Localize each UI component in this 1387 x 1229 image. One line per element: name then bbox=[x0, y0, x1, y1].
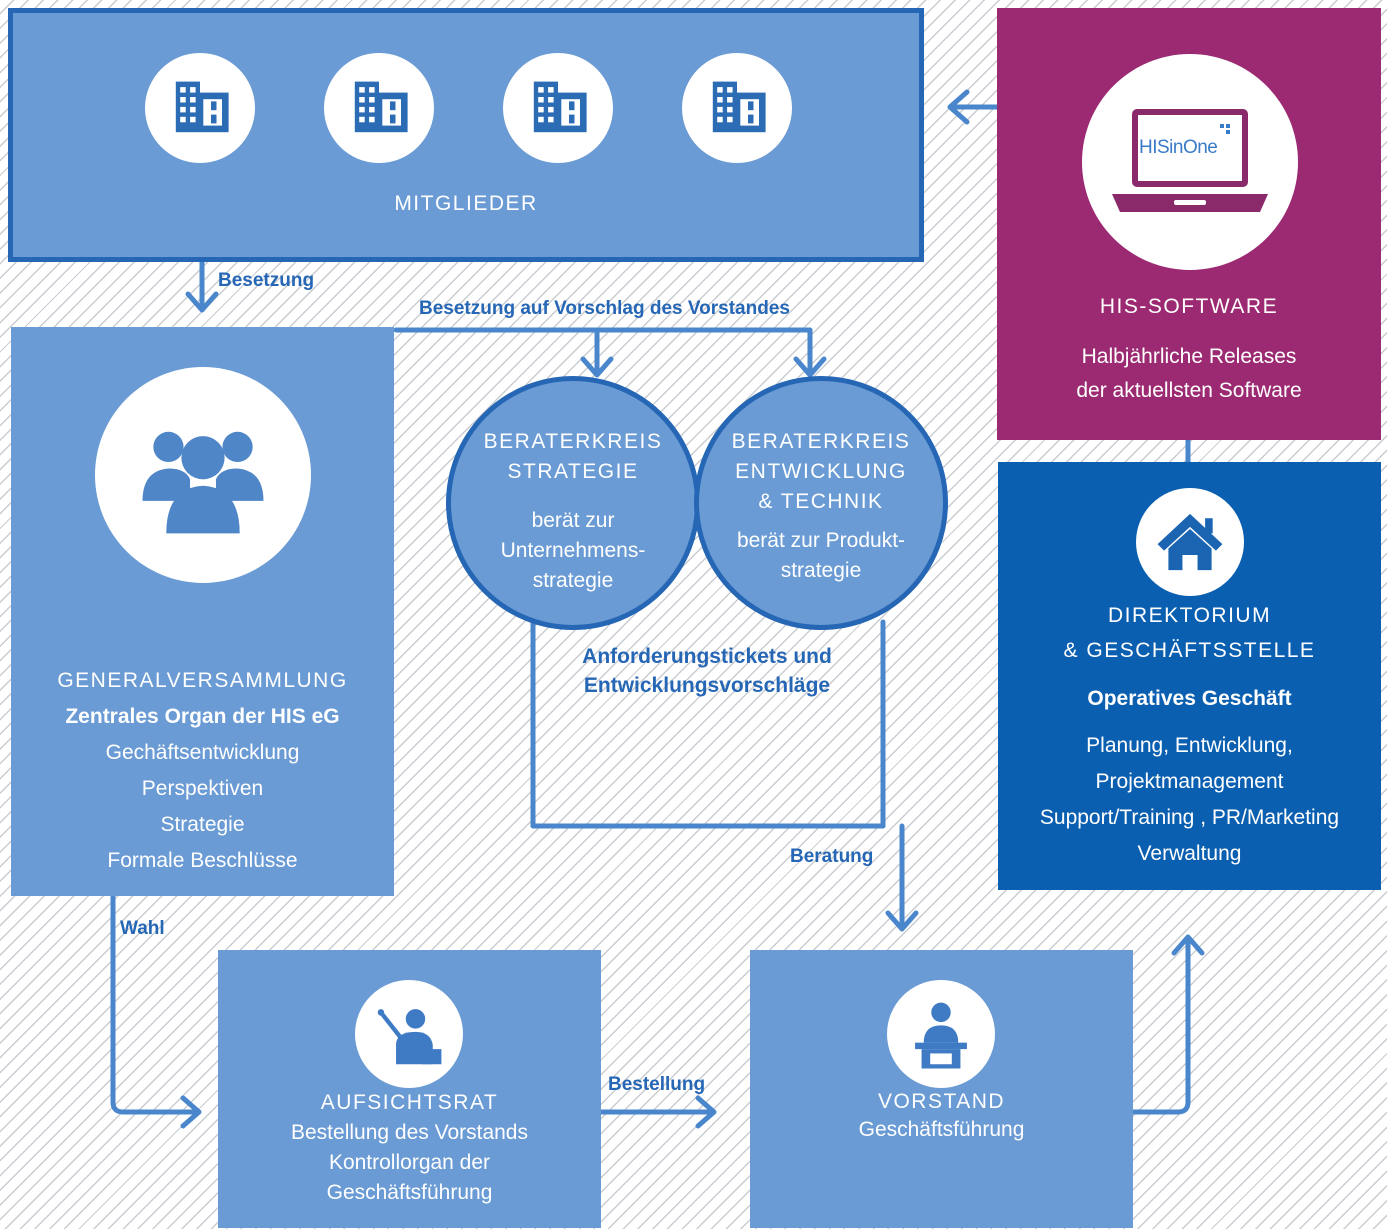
arrowhead bbox=[185, 291, 219, 313]
node-title: STRATEGIE bbox=[507, 460, 639, 483]
node-line: Formale Beschlüsse bbox=[107, 849, 298, 872]
node-subtitle: Zentrales Organ der HIS eG bbox=[65, 705, 340, 728]
node-direktorium: DIREKTORIUM & GESCHÄFTSSTELLE Operatives… bbox=[998, 462, 1381, 890]
edge-besetzung-vorschlag bbox=[393, 327, 813, 375]
edge-label-besetzung: Besetzung bbox=[218, 270, 315, 291]
teacher-icon bbox=[355, 980, 463, 1088]
arrowhead bbox=[885, 910, 919, 932]
building-icon bbox=[503, 53, 613, 163]
node-line: Geschäftsführung bbox=[858, 1118, 1025, 1141]
node-line: Planung, Entwicklung, bbox=[1086, 734, 1293, 757]
node-line: Strategie bbox=[160, 813, 245, 836]
node-line: strategie bbox=[532, 569, 614, 592]
node-line: Geschäftsführung bbox=[326, 1181, 493, 1204]
arrowhead bbox=[947, 89, 970, 125]
node-title: BERATERKREIS bbox=[483, 430, 663, 453]
node-vorstand: VORSTAND Geschäftsführung bbox=[750, 950, 1133, 1228]
edge-label-bestellung: Bestellung bbox=[608, 1074, 706, 1095]
node-subtitle: Operatives Geschäft bbox=[1087, 687, 1292, 710]
node-beraterkreis-entwicklung: BERATERKREIS ENTWICKLUNG & TECHNIK berät… bbox=[694, 376, 948, 630]
building-icon bbox=[682, 53, 792, 163]
arrowhead bbox=[793, 356, 827, 378]
edge-label-line: Anforderungstickets und bbox=[582, 645, 832, 668]
edge-wahl bbox=[110, 894, 201, 1115]
building-icon bbox=[324, 53, 434, 163]
node-title: AUFSICHTSRAT bbox=[320, 1091, 499, 1114]
edge-label-anforderungen: Anforderungstickets und Entwicklungsvors… bbox=[575, 642, 839, 700]
node-text: GENERALVERSAMMLUNG Zentrales Organ der H… bbox=[11, 663, 394, 879]
arrowhead bbox=[1171, 934, 1205, 956]
node-title: ENTWICKLUNG bbox=[735, 460, 907, 483]
edge-beratung bbox=[530, 619, 905, 929]
node-aufsichtsrat: AUFSICHTSRAT Bestellung des Vorstands Ko… bbox=[218, 950, 601, 1228]
hisinone-logo: HISinOne bbox=[1139, 137, 1218, 158]
node-title: VORSTAND bbox=[877, 1090, 1006, 1113]
node-mitglieder: MITGLIEDER bbox=[8, 8, 924, 262]
node-title: MITGLIEDER bbox=[394, 192, 538, 215]
node-title: BERATERKREIS bbox=[731, 430, 911, 453]
laptop-icon: HISinOne bbox=[1082, 54, 1298, 270]
edge-label-wahl: Wahl bbox=[120, 918, 165, 939]
node-line: Projektmanagement bbox=[1095, 770, 1284, 793]
node-line: Support/Training , PR/Marketing bbox=[1039, 806, 1340, 829]
edge-vorstand-direktorium bbox=[1130, 935, 1191, 1115]
node-line: Halbjährliche Releases bbox=[1081, 345, 1297, 368]
node-line: berät zur Produkt- bbox=[736, 529, 906, 552]
edge-label-beratung: Beratung bbox=[790, 846, 874, 867]
node-line: Kontrollorgan der bbox=[328, 1151, 491, 1174]
node-his-software: HISinOne HIS-SOFTWARE Halbjährliche Rele… bbox=[997, 8, 1381, 440]
edge-label-besetzung-vorschlag: Besetzung auf Vorschlag des Vorstandes bbox=[419, 298, 790, 319]
node-title: HIS-SOFTWARE bbox=[1099, 295, 1279, 318]
arrowhead bbox=[695, 1095, 717, 1129]
node-line: der aktuellsten Software bbox=[1076, 379, 1302, 402]
node-line: Gechäftsentwicklung bbox=[105, 741, 300, 764]
node-line: Perspektiven bbox=[141, 777, 264, 800]
arrowhead bbox=[580, 356, 614, 378]
edge-label-line: Entwicklungsvorschläge bbox=[583, 674, 831, 697]
group-icon bbox=[95, 367, 311, 583]
node-line: Unternehmens- bbox=[500, 539, 646, 562]
node-generalversammlung: GENERALVERSAMMLUNG Zentrales Organ der H… bbox=[11, 327, 394, 896]
arrowhead bbox=[180, 1095, 202, 1129]
building-icon bbox=[145, 53, 255, 163]
node-line: Bestellung des Vorstands bbox=[291, 1121, 528, 1144]
house-icon bbox=[1136, 488, 1244, 596]
node-line: berät zur bbox=[531, 509, 615, 532]
node-beraterkreis-strategie: BERATERKREIS STRATEGIE berät zur Unterne… bbox=[446, 376, 700, 630]
node-title: GENERALVERSAMMLUNG bbox=[57, 669, 348, 692]
node-title: & TECHNIK bbox=[758, 490, 884, 513]
node-title: & GESCHÄFTSSTELLE bbox=[1063, 639, 1316, 662]
node-line: Verwaltung bbox=[1137, 842, 1242, 865]
node-line: strategie bbox=[780, 559, 862, 582]
node-title: DIREKTORIUM bbox=[1107, 604, 1272, 627]
speaker-podium-icon bbox=[887, 980, 995, 1088]
